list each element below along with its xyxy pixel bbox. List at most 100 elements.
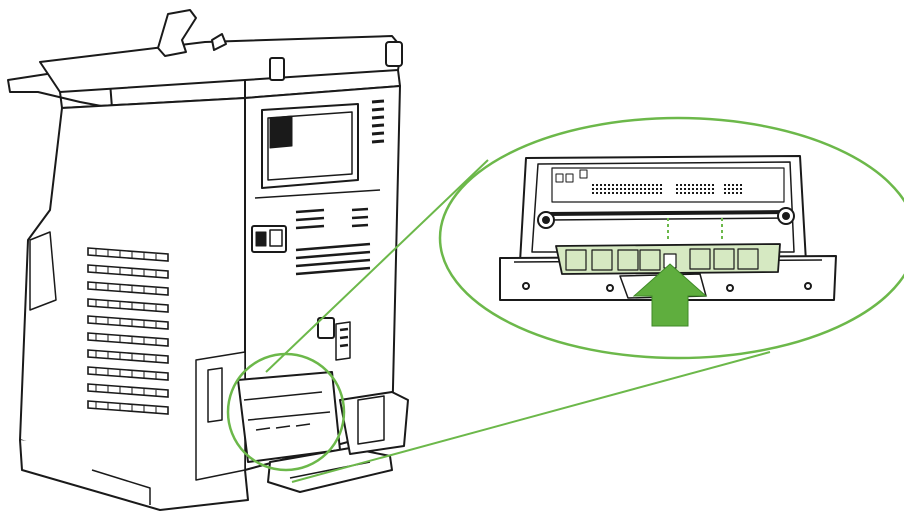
board-dot — [608, 192, 610, 194]
dimm-chip — [713, 248, 735, 270]
dimm-chip — [689, 248, 711, 270]
board-dot — [676, 188, 678, 190]
board-dot — [736, 188, 738, 190]
board-dot — [680, 188, 682, 190]
board-dot — [660, 192, 662, 194]
board-dot — [616, 184, 618, 186]
board-dot — [620, 184, 622, 186]
board-dot — [656, 184, 658, 186]
board-dot — [680, 192, 682, 194]
board-dot — [712, 184, 714, 186]
board-dot — [624, 184, 626, 186]
board-dot-grids — [592, 184, 742, 194]
board-dot — [692, 192, 694, 194]
board-dot — [704, 192, 706, 194]
board-dot — [708, 192, 710, 194]
board-dot — [700, 184, 702, 186]
board-dot — [660, 184, 662, 186]
board-dot — [728, 188, 730, 190]
board-dot — [616, 188, 618, 190]
board-dot — [696, 192, 698, 194]
board-dot — [696, 184, 698, 186]
board-dot — [728, 184, 730, 186]
board-dot — [656, 188, 658, 190]
board-dot — [596, 184, 598, 186]
board-dot — [684, 192, 686, 194]
board-dot — [740, 192, 742, 194]
board-dot — [628, 188, 630, 190]
board-dot — [680, 184, 682, 186]
board-dot — [684, 188, 686, 190]
board-dot — [604, 184, 606, 186]
board-dot — [688, 188, 690, 190]
board-dot — [724, 184, 726, 186]
board-dot — [676, 184, 678, 186]
board-dot — [596, 188, 598, 190]
board-dot — [592, 188, 594, 190]
board-dot — [628, 192, 630, 194]
board-dot — [688, 184, 690, 186]
board-dot — [632, 184, 634, 186]
board-dot — [640, 184, 642, 186]
dimm-slot-detail — [499, 155, 837, 301]
board-dot — [724, 188, 726, 190]
board-dot — [736, 184, 738, 186]
board-dot — [600, 188, 602, 190]
board-dot — [608, 184, 610, 186]
dimm-chip — [737, 248, 759, 270]
board-dot — [624, 188, 626, 190]
board-dot — [732, 192, 734, 194]
board-dot — [704, 184, 706, 186]
board-dot — [736, 192, 738, 194]
board-dot — [632, 192, 634, 194]
board-dot — [740, 188, 742, 190]
board-dot — [628, 184, 630, 186]
board-dot — [636, 188, 638, 190]
insert-arrow-icon — [632, 263, 708, 327]
board-dot — [612, 184, 614, 186]
callout-small-circle — [226, 352, 346, 472]
board-dot — [644, 192, 646, 194]
board-dot — [700, 192, 702, 194]
board-dot — [648, 192, 650, 194]
board-dot — [644, 188, 646, 190]
board-dot — [640, 192, 642, 194]
board-dot — [596, 192, 598, 194]
board-dot — [644, 184, 646, 186]
board-dot — [692, 188, 694, 190]
board-dot — [640, 188, 642, 190]
board-dot — [676, 192, 678, 194]
board-dot — [620, 192, 622, 194]
board-dot — [692, 184, 694, 186]
board-dot — [652, 188, 654, 190]
board-dot — [656, 192, 658, 194]
board-dot — [688, 192, 690, 194]
board-dot — [648, 188, 650, 190]
board-dot — [592, 184, 594, 186]
dimm-chip — [617, 249, 639, 271]
board-dot — [600, 192, 602, 194]
board-dot — [632, 188, 634, 190]
board-dot — [608, 188, 610, 190]
board-dot — [612, 188, 614, 190]
board-dot — [696, 188, 698, 190]
board-dot — [652, 184, 654, 186]
board-dot — [732, 188, 734, 190]
side-vents — [87, 247, 169, 415]
callout-line-top — [265, 159, 489, 373]
board-dot — [712, 192, 714, 194]
board-dot — [636, 184, 638, 186]
board-dot — [624, 192, 626, 194]
board-dot — [708, 184, 710, 186]
board-dot — [616, 192, 618, 194]
board-dot — [728, 192, 730, 194]
dimm-chip — [591, 249, 613, 271]
dimm-chip — [639, 249, 661, 271]
dimm-chip — [565, 249, 587, 271]
board-dot — [700, 188, 702, 190]
board-dot — [724, 192, 726, 194]
dimm-chips — [565, 248, 759, 271]
board-dot — [684, 184, 686, 186]
